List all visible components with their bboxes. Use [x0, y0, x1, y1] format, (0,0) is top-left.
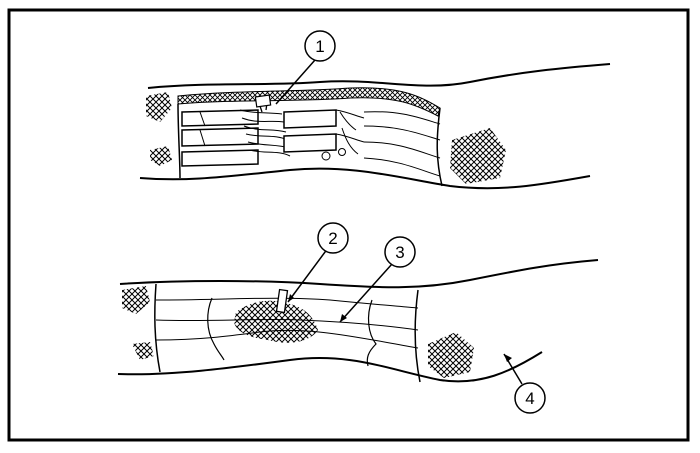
drain-wire	[275, 288, 289, 314]
upper-cable-illustration: 1	[139, 30, 611, 190]
lower-left-shield-patch	[122, 286, 150, 314]
lower-jacket-top-edge	[119, 259, 599, 289]
callout-2-label: 2	[328, 229, 337, 248]
lower-jacket-bottom-edge	[117, 351, 543, 383]
lower-right-shield-patch	[428, 332, 474, 378]
upper-continuing-conductors	[363, 111, 441, 177]
callout-1-circle	[304, 30, 336, 62]
upper-right-conductors	[283, 109, 365, 161]
upper-jacket-bottom-edge	[139, 167, 591, 190]
callout-1-leader	[275, 59, 316, 105]
callout-2-circle	[317, 222, 349, 254]
upper-left-shield-patch	[146, 92, 172, 122]
callout-3-label: 3	[395, 243, 404, 262]
callout-3-circle	[384, 236, 416, 268]
callout-1-label: 1	[315, 37, 324, 56]
callout-3-leader	[339, 263, 393, 323]
upper-shield-braid	[177, 87, 441, 117]
lower-repair-shield-patch	[234, 300, 318, 343]
upper-left-conductors	[181, 109, 259, 167]
callout-2-leader	[287, 247, 329, 303]
figure-frame	[7, 8, 690, 442]
upper-jacket-top-edge	[147, 63, 611, 89]
upper-right-shield-patch	[450, 128, 506, 184]
lower-cable-illustration: 2 3 4	[117, 222, 599, 414]
callout-4-circle	[514, 382, 546, 414]
callout-4-label: 4	[525, 389, 534, 408]
upper-left-shield-patch-2	[150, 146, 172, 166]
lower-left-shield-patch-2	[132, 342, 154, 360]
